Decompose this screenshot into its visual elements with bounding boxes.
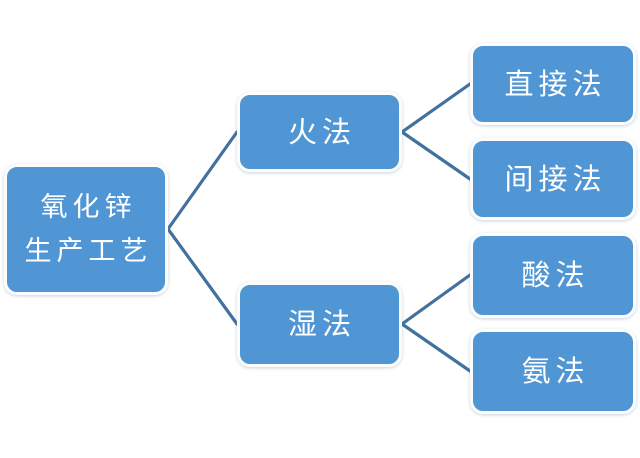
connector-shifa-anfa — [400, 322, 472, 373]
connector-huofa-zhijie — [400, 82, 472, 134]
node-suanfa: 酸法 — [470, 233, 636, 318]
connector-huofa-jianjie — [400, 130, 472, 181]
node-root-label-line1: 氧化锌 — [40, 192, 137, 223]
node-root-label-line2: 生产工艺 — [24, 236, 153, 267]
connector-root-shifa — [166, 227, 239, 326]
connector-shifa-suanfa — [400, 273, 472, 326]
node-jianjiefa-label: 间接法 — [504, 161, 607, 196]
node-huofa: 火法 — [237, 92, 402, 172]
connector-root-huofa — [166, 130, 239, 231]
node-anfa-label: 氨法 — [521, 354, 590, 388]
node-shifa: 湿法 — [237, 282, 402, 367]
node-suanfa-label: 酸法 — [521, 258, 590, 292]
node-root: 氧化锌 生产工艺 — [4, 164, 168, 295]
node-shifa-label: 湿法 — [287, 307, 356, 341]
node-jianjiefa: 间接法 — [470, 138, 636, 220]
node-zhijiefa: 直接法 — [470, 43, 636, 125]
node-zhijiefa-label: 直接法 — [504, 66, 607, 101]
node-huofa-label: 火法 — [287, 114, 356, 149]
node-anfa: 氨法 — [470, 329, 636, 414]
